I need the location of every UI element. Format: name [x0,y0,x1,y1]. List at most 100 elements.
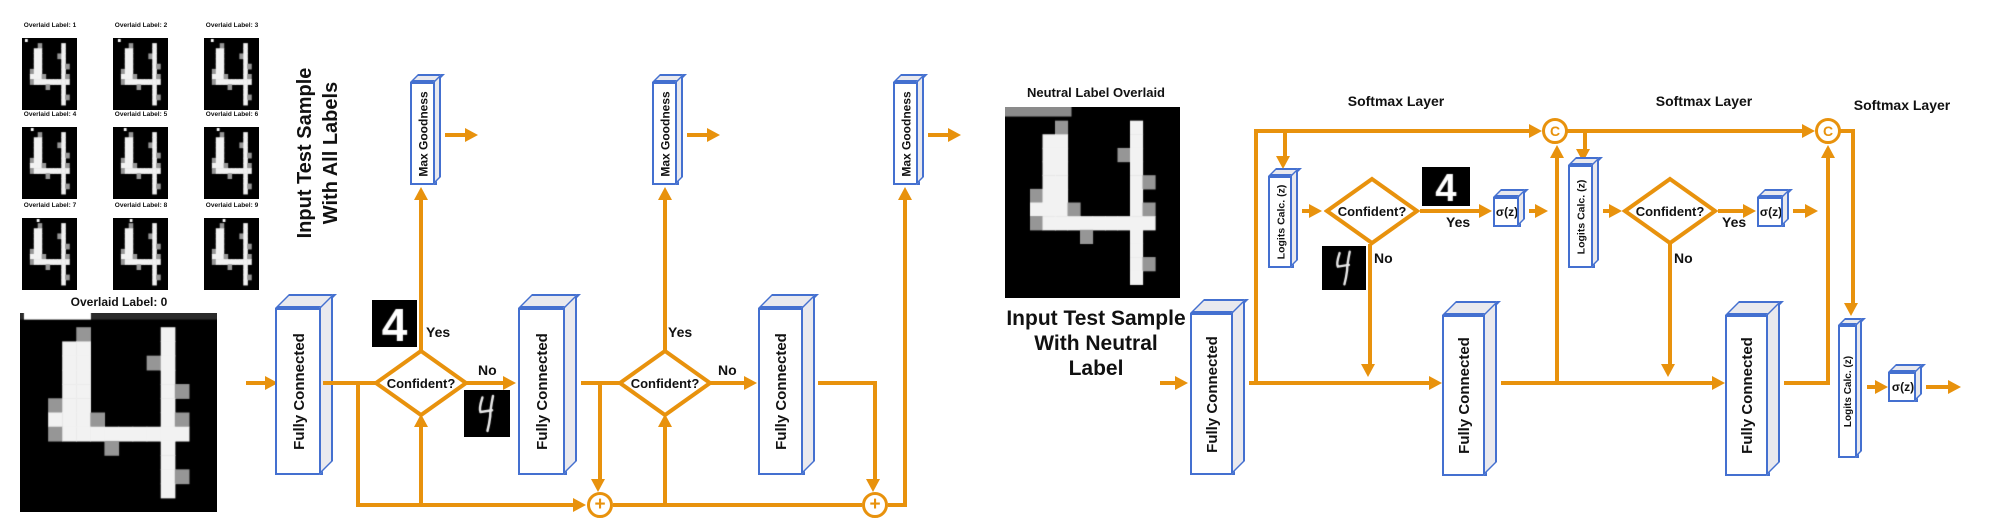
goodness-up-arrowhead [898,187,912,200]
left-figure-title: Input Test Sample With All Labels [292,0,344,323]
fully-connected-label: Fully Connected [1204,335,1221,453]
sigma-label: σ(z) [1495,205,1519,219]
concat-node-1: C [1542,118,1568,144]
flow-line [1501,381,1713,385]
layer-output-drop-line [873,383,877,480]
max-goodness-output-arrowhead [707,128,720,142]
yes-branch-line [1420,209,1481,213]
concat-input-arrowhead [1821,145,1835,158]
left-figure-title-line2: With All Labels [320,81,342,225]
no-branch-arrowhead [503,376,516,390]
max-goodness-output-line [687,133,709,137]
goodness-bottom-line [613,503,862,507]
right-figure-title-line1: Input Test Sample [1006,307,1186,330]
positive-digit-image [1422,167,1470,206]
sum-node-1: + [587,492,613,518]
fully-connected-box-3: Fully Connected [1725,315,1770,476]
overlaid-sample-cell: Overlaid Label: 2 [113,22,168,110]
input-arrow-line [246,381,268,385]
confident-decision-diamond-2 [1622,176,1718,246]
goodness-up-line [903,199,907,505]
concat-bus-line [1567,129,1804,133]
mnist-sample-image [20,313,217,512]
concat-bus-line [1254,129,1532,133]
neutral-sample-image [1005,107,1180,298]
overlaid-label-caption: Overlaid Label: 6 [205,111,259,118]
no-branch-line [1368,244,1372,365]
logits-input-line [1283,131,1287,158]
max-goodness-box-1: Max Goodness [410,82,437,185]
fully-connected-label: Fully Connected [290,333,308,450]
concat-symbol: C [1549,123,1561,139]
no-branch-arrowhead [1361,364,1375,377]
fully-connected-box-3: Fully Connected [758,308,805,475]
logits-output-line [1302,209,1312,213]
logits-input-arrowhead [1844,303,1858,316]
no-label: No [1374,250,1393,266]
mnist-grid-image [22,127,77,199]
fully-connected-box-2: Fully Connected [1442,315,1487,476]
overlaid-label-caption: Overlaid Label: 3 [205,22,259,29]
layer1-up-line [1254,129,1258,383]
concat-input-arrowhead [1550,145,1564,158]
left-figure-title-line1: Input Test Sample [294,67,316,239]
goodness-to-diamond-arrowhead [658,414,672,427]
logits-calc-box-3: Logits Calc. (z) [1838,325,1859,458]
overlaid-sample-cell: Overlaid Label: 4 [22,111,77,199]
no-branch-line [466,381,504,385]
overlaid-label-caption: Overlaid Label: 9 [205,202,259,209]
sigma-output-arrowhead [1805,204,1818,218]
yes-label: Yes [1722,214,1747,230]
mnist-grid-image [204,127,259,199]
flow-line [1249,381,1436,385]
max-goodness-output-arrowhead [465,128,478,142]
sigma-output-arrowhead [1535,204,1548,218]
logits-input-arrowhead [1276,156,1290,169]
sigma-label: σ(z) [1891,380,1915,394]
softmax-layer-title-2: Softmax Layer [1655,92,1753,109]
sigma-output-line [1793,209,1808,213]
flow-line [323,381,378,385]
yes-label: Yes [426,324,451,340]
logits-calc-box-1: Logits Calc. (z) [1268,176,1294,268]
logits-output-arrowhead [1309,204,1322,218]
yes-branch-arrowhead [658,187,672,200]
input-arrowhead [1175,376,1188,390]
right-figure-title-line2: With Neutral Label [1034,332,1158,380]
input-arrow-line [1160,381,1178,385]
yes-label: Yes [668,324,693,340]
sum-input-arrowhead [573,498,586,512]
sum-input-arrowhead [866,479,880,492]
confident-label: Confident? [386,375,456,391]
plus-symbol: + [594,494,606,515]
sum-node-2: + [862,492,888,518]
yes-branch-arrowhead [414,187,428,200]
fully-connected-label: Fully Connected [1739,337,1756,454]
sigma-output-line [1529,209,1538,213]
flow-arrowhead [1429,376,1442,390]
layer2-up-line [1555,157,1559,383]
logits-calc-label: Logits Calc. (z) [1275,184,1288,260]
confident-label: Confident? [1337,203,1407,219]
overlaid-sample-cell: Overlaid Label: 5 [113,111,168,199]
overlaid-sample-cell: Overlaid Label: 3 [204,22,259,110]
confident-label: Confident? [1635,203,1705,219]
plus-symbol: + [869,494,881,515]
logits-output-line [1867,385,1877,389]
max-goodness-output-line [445,133,467,137]
right-figure-title: Input Test Sample With Neutral Label [1004,306,1188,380]
mnist-grid-image [113,127,168,199]
flow-arrowhead [1712,376,1725,390]
concat-bus-line [1840,129,1855,133]
max-goodness-output-line [928,133,950,137]
logits-output-arrowhead [1875,380,1888,394]
overlaid-sample-cell: Overlaid Label: 8 [113,202,168,290]
neutral-sample-caption: Neutral Label Overlaid [1027,85,1165,100]
overlaid-label-caption: Overlaid Label: 5 [114,111,168,118]
layer-output-drop-line [598,383,602,480]
mnist-grid-image [22,218,77,290]
mnist-grid-image [113,218,168,290]
logits-calc-box-2: Logits Calc. (z) [1568,165,1595,268]
overlaid-sample-cell: Overlaid Label: 6 [204,111,259,199]
